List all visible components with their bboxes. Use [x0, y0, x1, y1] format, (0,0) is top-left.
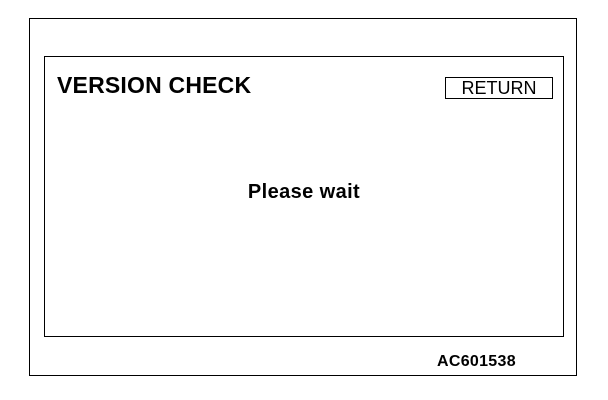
return-button[interactable]: RETURN: [445, 77, 553, 99]
outer-frame: [29, 18, 577, 376]
screen-panel: [44, 56, 564, 337]
status-message: Please wait: [247, 181, 361, 203]
figure-code: AC601538: [437, 353, 516, 370]
screen-title: VERSION CHECK: [57, 72, 252, 98]
